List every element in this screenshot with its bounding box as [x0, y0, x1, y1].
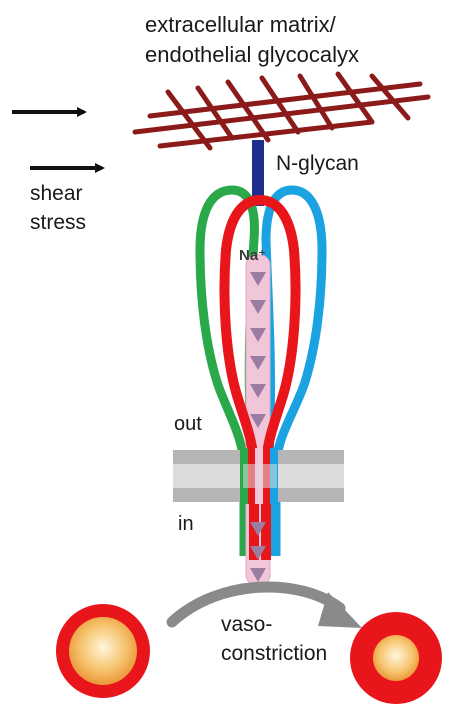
n-glycan-label: N-glycan	[276, 153, 359, 175]
vasoconstriction-label-line1: vaso-	[221, 614, 272, 636]
shear-label-line1: shear	[30, 183, 83, 205]
vessel-constricted	[350, 612, 442, 704]
matrix-label-line2: endothelial glycocalyx	[145, 43, 359, 66]
in-label: in	[178, 514, 194, 535]
channel-in-membrane	[240, 448, 278, 504]
matrix-label-line1: extracellular matrix/	[145, 13, 336, 36]
out-label: out	[174, 414, 202, 435]
vasoconstriction-label-line2: constriction	[221, 643, 327, 665]
vessel-dilated	[56, 604, 150, 698]
extracellular-matrix-mesh	[135, 74, 428, 148]
shear-label-line2: stress	[30, 212, 86, 234]
sodium-label: Na⁺	[239, 248, 266, 264]
